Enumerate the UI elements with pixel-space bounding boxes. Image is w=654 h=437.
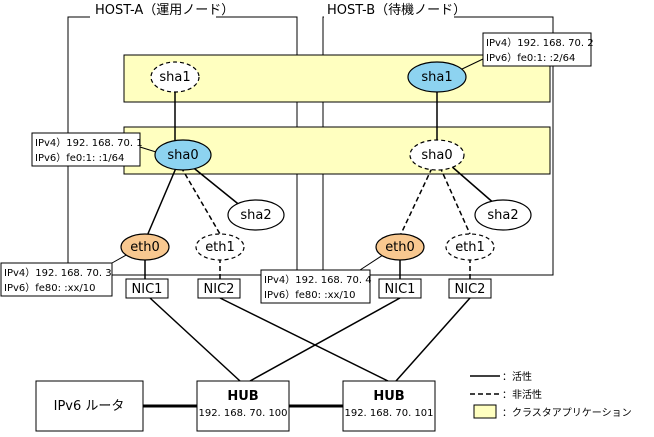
callout-pointer-a-eth0 — [111, 253, 129, 264]
callout-a-eth0 — [0, 262, 113, 297]
b-nic1-box — [378, 278, 422, 299]
b-eth0-label: eth0 — [385, 240, 415, 255]
host-b-title: HOST-B（待機ノード） — [327, 3, 466, 18]
callout-a-sha0-ipv6: IPv6）fe0:1: :1/64 — [35, 152, 124, 164]
link-b-sha0-sha2 — [449, 164, 497, 206]
a-nic2-box — [197, 278, 241, 299]
callout-b-sha1-ipv4: IPv4）192. 168. 70. 2 — [486, 37, 594, 49]
ipv6-router-box — [35, 380, 144, 432]
hub-right-box — [342, 380, 436, 432]
hub-right-name: HUB — [373, 389, 404, 404]
b-eth0-node — [375, 233, 425, 261]
link-b-sha0-eth0 — [399, 167, 433, 237]
b-sha2-node — [474, 199, 532, 231]
a-nic2-label: NIC2 — [204, 282, 235, 297]
legend-cluster-app-swatch — [473, 404, 497, 419]
callout-a-eth0-ipv4: IPv4）192. 168. 70. 3 — [4, 267, 112, 279]
ipv6-router-label: IPv6 ルータ — [54, 399, 125, 414]
a-nic1-box — [125, 278, 169, 299]
callout-a-sha0-ipv4: IPv4）192. 168. 70. 1 — [35, 137, 143, 149]
b-sha2-label: sha2 — [487, 208, 518, 223]
callout-b-sha1 — [482, 32, 592, 67]
hub-left-name: HUB — [227, 389, 258, 404]
b-sha1-node — [407, 61, 467, 93]
link-a-sha0-sha2 — [189, 164, 243, 208]
link-a-nic2-hub-right — [219, 297, 389, 382]
a-eth1-label: eth1 — [205, 240, 235, 255]
b-sha0-node — [409, 139, 465, 171]
legend-active-label: ：活性 — [502, 370, 532, 383]
link-b-sha0-eth1 — [439, 166, 471, 235]
callout-pointer-a-sha0 — [139, 146, 157, 153]
callout-b-eth0-ipv4: IPv4）192. 168. 70. 4 — [264, 274, 372, 286]
link-b-nic1-hub-left — [249, 297, 401, 382]
callout-a-sha0 — [31, 132, 141, 167]
host-a-title: HOST-A（運用ノード） — [95, 3, 234, 18]
callout-b-eth0 — [260, 269, 371, 304]
hub-left-ip: 192. 168. 70. 100 — [198, 408, 287, 419]
a-sha1-label: sha1 — [159, 70, 190, 85]
b-nic2-box — [448, 278, 492, 299]
a-sha1-node — [150, 61, 200, 93]
a-sha2-node — [227, 199, 285, 231]
b-sha1-label: sha1 — [421, 70, 452, 85]
a-eth1-node — [195, 233, 245, 261]
hub-right-ip: 192. 168. 70. 101 — [344, 408, 433, 419]
hub-left-box — [196, 380, 290, 432]
b-nic1-label: NIC1 — [385, 282, 416, 297]
link-a-sha0-eth1 — [180, 166, 221, 235]
a-sha0-node — [154, 139, 212, 171]
b-eth1-label: eth1 — [455, 240, 485, 255]
a-eth0-label: eth0 — [130, 240, 160, 255]
b-sha0-label: sha0 — [421, 148, 452, 163]
a-nic1-label: NIC1 — [132, 282, 163, 297]
b-eth1-node — [445, 233, 495, 261]
a-sha0-label: sha0 — [167, 148, 198, 163]
callout-pointer-b-eth0 — [359, 254, 384, 271]
a-sha2-label: sha2 — [240, 208, 271, 223]
legend-cluster-app-label: ：クラスタアプリケーション — [502, 407, 632, 419]
callout-b-eth0-ipv6: IPv6）fe80: :xx/10 — [264, 289, 356, 301]
a-eth0-node — [120, 233, 170, 261]
b-nic2-label: NIC2 — [455, 282, 486, 297]
link-b-nic2-hub-right — [395, 297, 471, 382]
callout-a-eth0-ipv6: IPv6）fe80: :xx/10 — [4, 282, 96, 294]
link-a-nic1-hub-left — [149, 297, 241, 382]
callout-b-sha1-ipv6: IPv6）fe0:1: :2/64 — [486, 52, 575, 64]
link-a-sha0-eth0 — [146, 167, 177, 237]
callout-pointer-b-sha1 — [459, 58, 484, 71]
legend-inactive-label: ：非活性 — [502, 388, 542, 401]
